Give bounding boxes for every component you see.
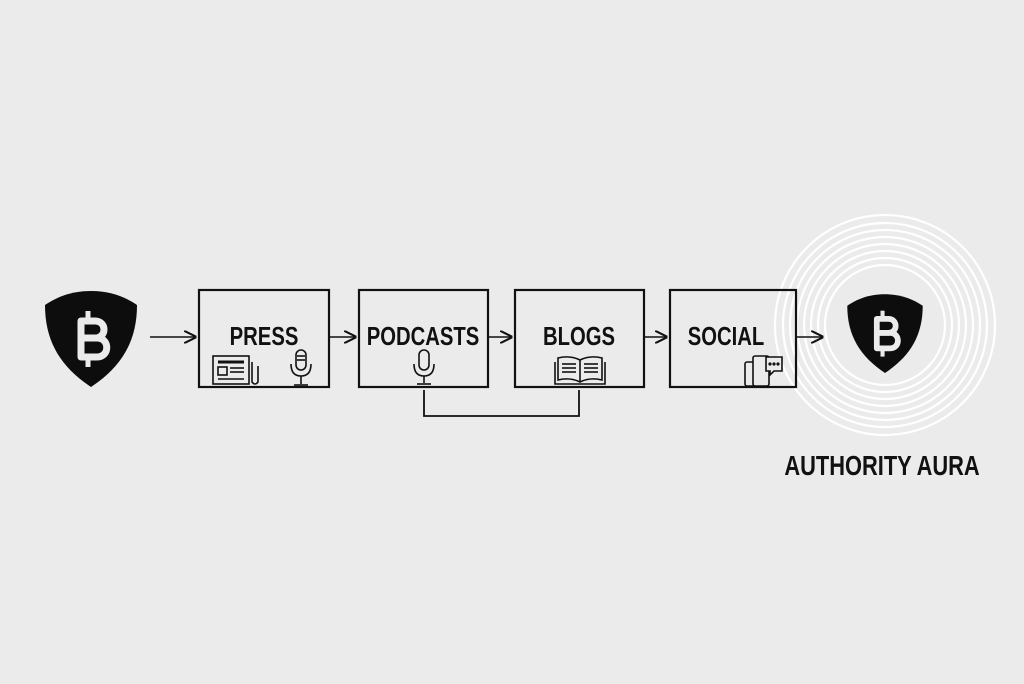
step-label-podcasts: PODCASTS [367, 322, 480, 351]
step-box-press [197, 288, 331, 389]
newspaper-icon [212, 355, 259, 385]
step-box-podcasts [357, 288, 490, 389]
connector-bracket [423, 390, 580, 417]
bitcoin-shield-icon [45, 291, 137, 387]
bitcoin-shield-icon [847, 294, 922, 373]
open-book-icon [554, 356, 606, 385]
step-label-press: PRESS [230, 322, 299, 351]
chat-devices-icon [744, 355, 783, 387]
step-label-blogs: BLOGS [543, 322, 615, 351]
step-label-social: SOCIAL [688, 322, 765, 351]
step-box-social [668, 288, 798, 389]
microphone-icon [413, 349, 435, 385]
step-box-blogs [513, 288, 646, 389]
result-label: AUTHORITY AURA [784, 450, 979, 481]
microphone-icon [290, 349, 312, 386]
